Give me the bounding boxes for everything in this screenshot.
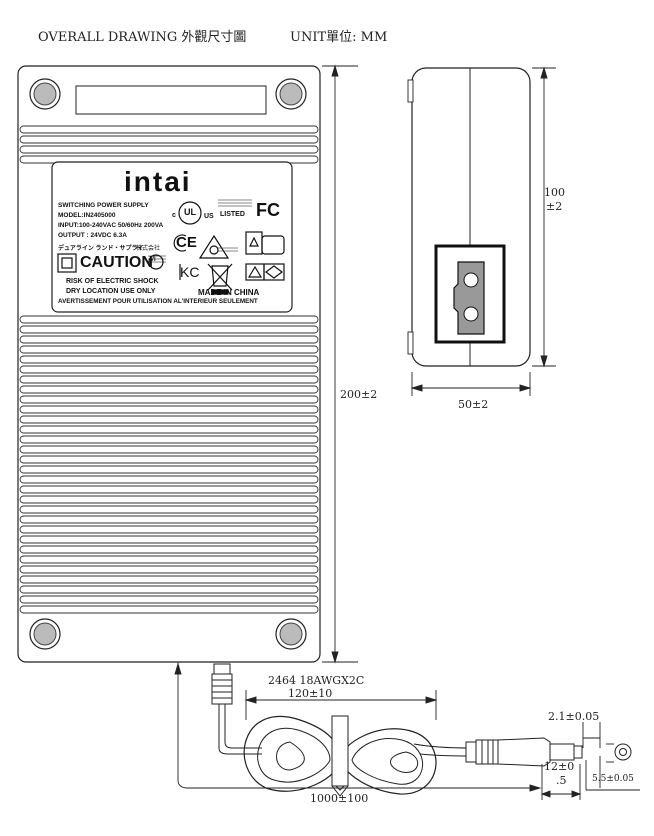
brand-logo: intai (124, 166, 192, 197)
fin (19, 485, 319, 494)
dc-cable (211, 663, 632, 797)
drawing-title: OVERALL DRAWING 外觀尺寸圖 (38, 30, 247, 45)
fin (19, 445, 319, 454)
double-insulation-icon (57, 253, 77, 273)
pse-mark-icon (261, 235, 285, 255)
fin (19, 135, 319, 144)
side-width-dim: 50±2 (458, 398, 489, 411)
diamond-mark-icon (263, 263, 285, 281)
jp-company: 株式会社 (136, 246, 161, 252)
pin-diameter-dim: 2.1±0.05 (548, 710, 600, 723)
fin (19, 545, 319, 554)
fin (19, 465, 319, 474)
fin (19, 145, 319, 154)
vi-mark: VI (150, 257, 156, 263)
unit-label: UNIT單位: MM (290, 30, 388, 45)
fin (19, 425, 319, 434)
jp-importer: デュアライン ランド・サプライ (58, 246, 144, 252)
side-view (407, 67, 531, 367)
side-height-tol: ±2 (546, 200, 563, 213)
fin (19, 565, 319, 574)
fin (19, 475, 319, 484)
fin (19, 525, 319, 534)
coil-length-dim: 120±10 (288, 687, 333, 700)
french-warning: AVERTISSEMENT POUR UTILISATION AL'INTERI… (58, 298, 258, 305)
weee-bin-icon (211, 265, 229, 287)
kc-mark: KC (180, 264, 200, 280)
fin (19, 125, 319, 134)
dry-location: DRY LOCATION USE ONLY (66, 288, 156, 295)
side-dimensions (410, 66, 556, 396)
fin (19, 535, 319, 544)
fin (19, 415, 319, 424)
ce-mark: CE (176, 234, 197, 251)
label-icons (57, 199, 285, 295)
fin (19, 435, 319, 444)
vi-efficiency-icon (148, 254, 164, 270)
fin (19, 375, 319, 384)
cable-dimensions (174, 662, 640, 800)
fin (19, 455, 319, 464)
warning-triangle-icon (198, 234, 230, 259)
caution-text: CAUTION (80, 254, 153, 271)
fin (19, 365, 319, 374)
made-in-china: MADE IN CHINA (198, 288, 260, 297)
risk-warning: RISK OF ELECTRIC SHOCK (66, 278, 159, 285)
fin (19, 555, 319, 564)
fin (19, 595, 319, 604)
label-plate (51, 161, 293, 313)
cable-spec: 2464 18AWGX2C (268, 674, 365, 687)
ul-c: c (172, 212, 176, 219)
cooling-fins (19, 125, 319, 614)
fin (19, 575, 319, 584)
fin (19, 315, 319, 324)
height-dimension-front (322, 64, 358, 664)
ul-mark: UL (184, 207, 196, 217)
screw-icon (29, 78, 307, 650)
fin (19, 495, 319, 504)
front-height-dim: 200±2 (340, 388, 378, 401)
model-number: MODEL:IN2405000 (58, 212, 116, 219)
fin (19, 605, 319, 614)
plug-length-dim-b: .5 (556, 774, 567, 787)
fin (19, 335, 319, 344)
input-rating: INPUT:100-240VAC 50/60Hz 200VA (58, 222, 164, 229)
ce-mark-icon (173, 234, 187, 252)
ul-us: US (204, 213, 214, 220)
fcc-mark: FC (256, 200, 280, 220)
ul-logo-icon (178, 201, 202, 225)
front-view (17, 65, 321, 663)
product-type: SWITCHING POWER SUPPLY (58, 202, 149, 209)
output-rating: OUTPUT : 24VDC 6.3A (58, 232, 127, 239)
fin (19, 385, 319, 394)
ul-listed: LISTED (220, 211, 245, 218)
fin (19, 395, 319, 404)
fin (19, 505, 319, 514)
side-height-dim: 100 (544, 186, 565, 199)
plug-length-dim: 12±0 (544, 760, 575, 773)
fin (19, 345, 319, 354)
fin (19, 355, 319, 364)
fin (19, 405, 319, 414)
cable-length-dim: 1000±100 (310, 792, 369, 805)
fin (19, 585, 319, 594)
fin (19, 515, 319, 524)
fin (19, 325, 319, 334)
outer-diameter-dim: 5.5±0.05 (592, 774, 634, 784)
